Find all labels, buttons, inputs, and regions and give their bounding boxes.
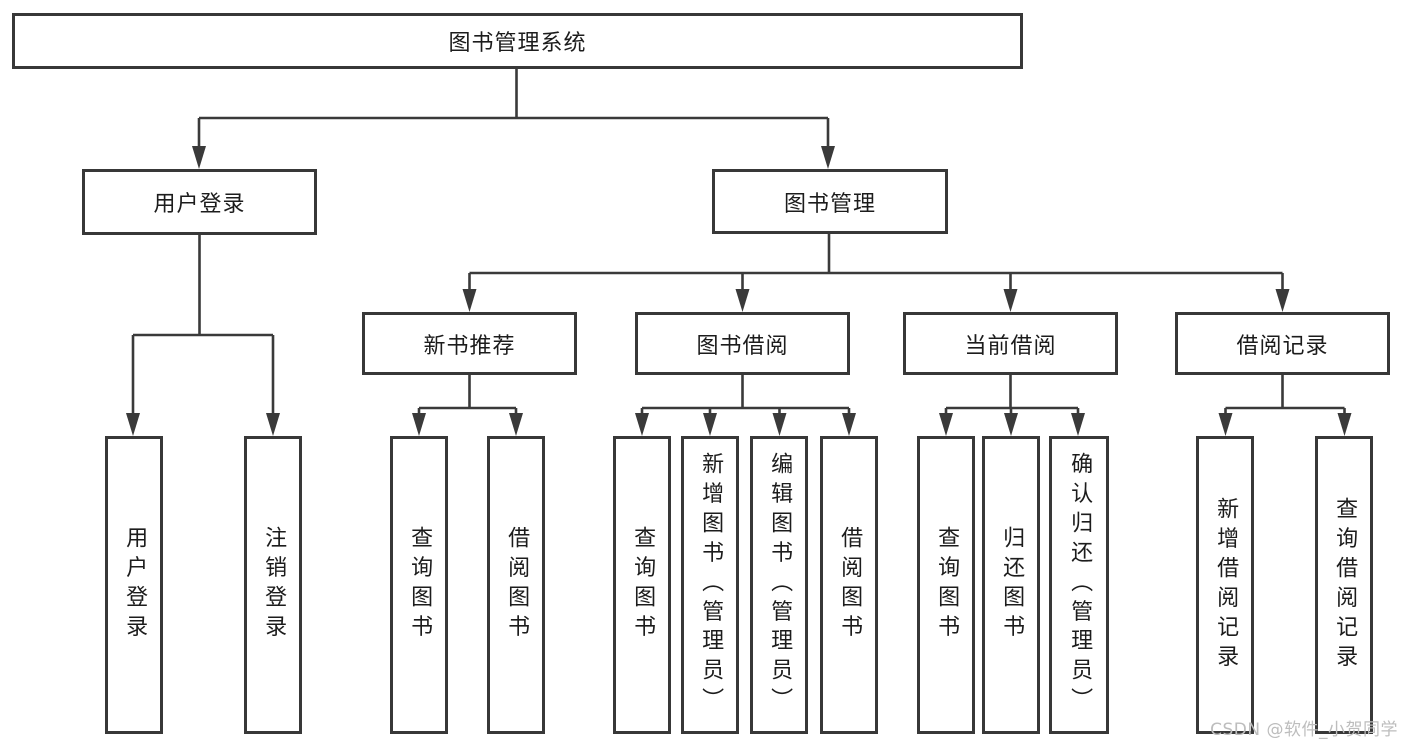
arrowhead xyxy=(1218,413,1233,436)
node-label: 查询图书 xyxy=(630,526,656,644)
edge-new-book-recommend xyxy=(417,375,518,416)
arrowhead xyxy=(703,413,717,436)
leaf-edit-book-admin: 编辑图书（管理员） xyxy=(750,436,808,734)
node-label: 查询图书 xyxy=(934,526,960,644)
node-new-book-recommend: 新书推荐 xyxy=(362,312,577,375)
arrowhead xyxy=(772,413,787,436)
edge-current-borrow xyxy=(944,375,1080,416)
node-label: 用户登录 xyxy=(153,192,246,217)
arrowhead xyxy=(735,289,750,312)
csdn-watermark: CSDN @软件_小贺同学 xyxy=(1210,720,1398,740)
arrowhead xyxy=(821,146,835,169)
node-label: 新书推荐 xyxy=(423,333,516,359)
node-label: 图书管理 xyxy=(783,191,876,217)
edge-book-borrow xyxy=(640,375,851,416)
node-label: 用户登录 xyxy=(122,526,148,644)
leaf-query-book: 查询图书 xyxy=(917,436,975,734)
arrowhead xyxy=(1071,413,1085,436)
edge-borrow-records xyxy=(1224,375,1346,416)
edge-user-login xyxy=(131,235,275,416)
node-root: 图书管理系统 xyxy=(12,13,1023,69)
node-user-login: 用户登录 xyxy=(82,169,317,235)
edge-root xyxy=(197,69,830,150)
leaf-logout: 注销登录 xyxy=(244,436,302,734)
node-label: 新增借阅记录 xyxy=(1213,496,1239,674)
node-label: 编辑图书（管理员） xyxy=(767,452,793,718)
leaf-query-book: 查询图书 xyxy=(613,436,671,734)
node-label: 新增图书（管理员） xyxy=(698,452,724,718)
node-label: 图书管理系统 xyxy=(448,31,587,56)
arrowhead xyxy=(1275,289,1290,312)
node-label: 当前借阅 xyxy=(964,333,1057,359)
leaf-borrow-book: 借阅图书 xyxy=(820,436,878,734)
node-current-borrow: 当前借阅 xyxy=(903,312,1118,375)
node-label: 借阅图书 xyxy=(504,526,530,644)
leaf-add-book-admin: 新增图书（管理员） xyxy=(681,436,739,734)
arrowhead xyxy=(1004,413,1018,436)
leaf-user-login: 用户登录 xyxy=(105,436,163,734)
arrowhead xyxy=(192,146,206,169)
node-book-borrow: 图书借阅 xyxy=(635,312,850,375)
node-label: 注销登录 xyxy=(261,526,287,644)
node-label: 确认归还（管理员） xyxy=(1067,452,1093,718)
arrowhead xyxy=(126,413,140,436)
arrowhead xyxy=(842,413,856,436)
leaf-add-borrow-record: 新增借阅记录 xyxy=(1196,436,1254,734)
node-label: 查询图书 xyxy=(407,526,433,644)
edge-book-management xyxy=(468,234,1284,292)
node-label: 归还图书 xyxy=(999,526,1025,644)
node-label: 借阅图书 xyxy=(837,526,863,644)
node-label: 借阅记录 xyxy=(1236,333,1329,359)
leaf-borrow-book: 借阅图书 xyxy=(487,436,545,734)
leaf-query-book: 查询图书 xyxy=(390,436,448,734)
arrowhead xyxy=(266,413,280,436)
arrowhead xyxy=(939,413,953,436)
leaf-query-borrow-record: 查询借阅记录 xyxy=(1315,436,1373,734)
arrowhead xyxy=(412,413,426,436)
arrowhead xyxy=(509,413,523,436)
arrowhead xyxy=(635,413,649,436)
node-book-management: 图书管理 xyxy=(712,169,948,234)
node-borrow-records: 借阅记录 xyxy=(1175,312,1390,375)
leaf-return-book: 归还图书 xyxy=(982,436,1040,734)
leaf-confirm-return-admin: 确认归还（管理员） xyxy=(1049,436,1109,734)
node-label: 查询借阅记录 xyxy=(1332,496,1358,674)
arrowhead xyxy=(1337,413,1352,436)
node-label: 图书借阅 xyxy=(696,333,789,359)
arrowhead xyxy=(462,289,477,312)
arrowhead xyxy=(1003,289,1018,312)
